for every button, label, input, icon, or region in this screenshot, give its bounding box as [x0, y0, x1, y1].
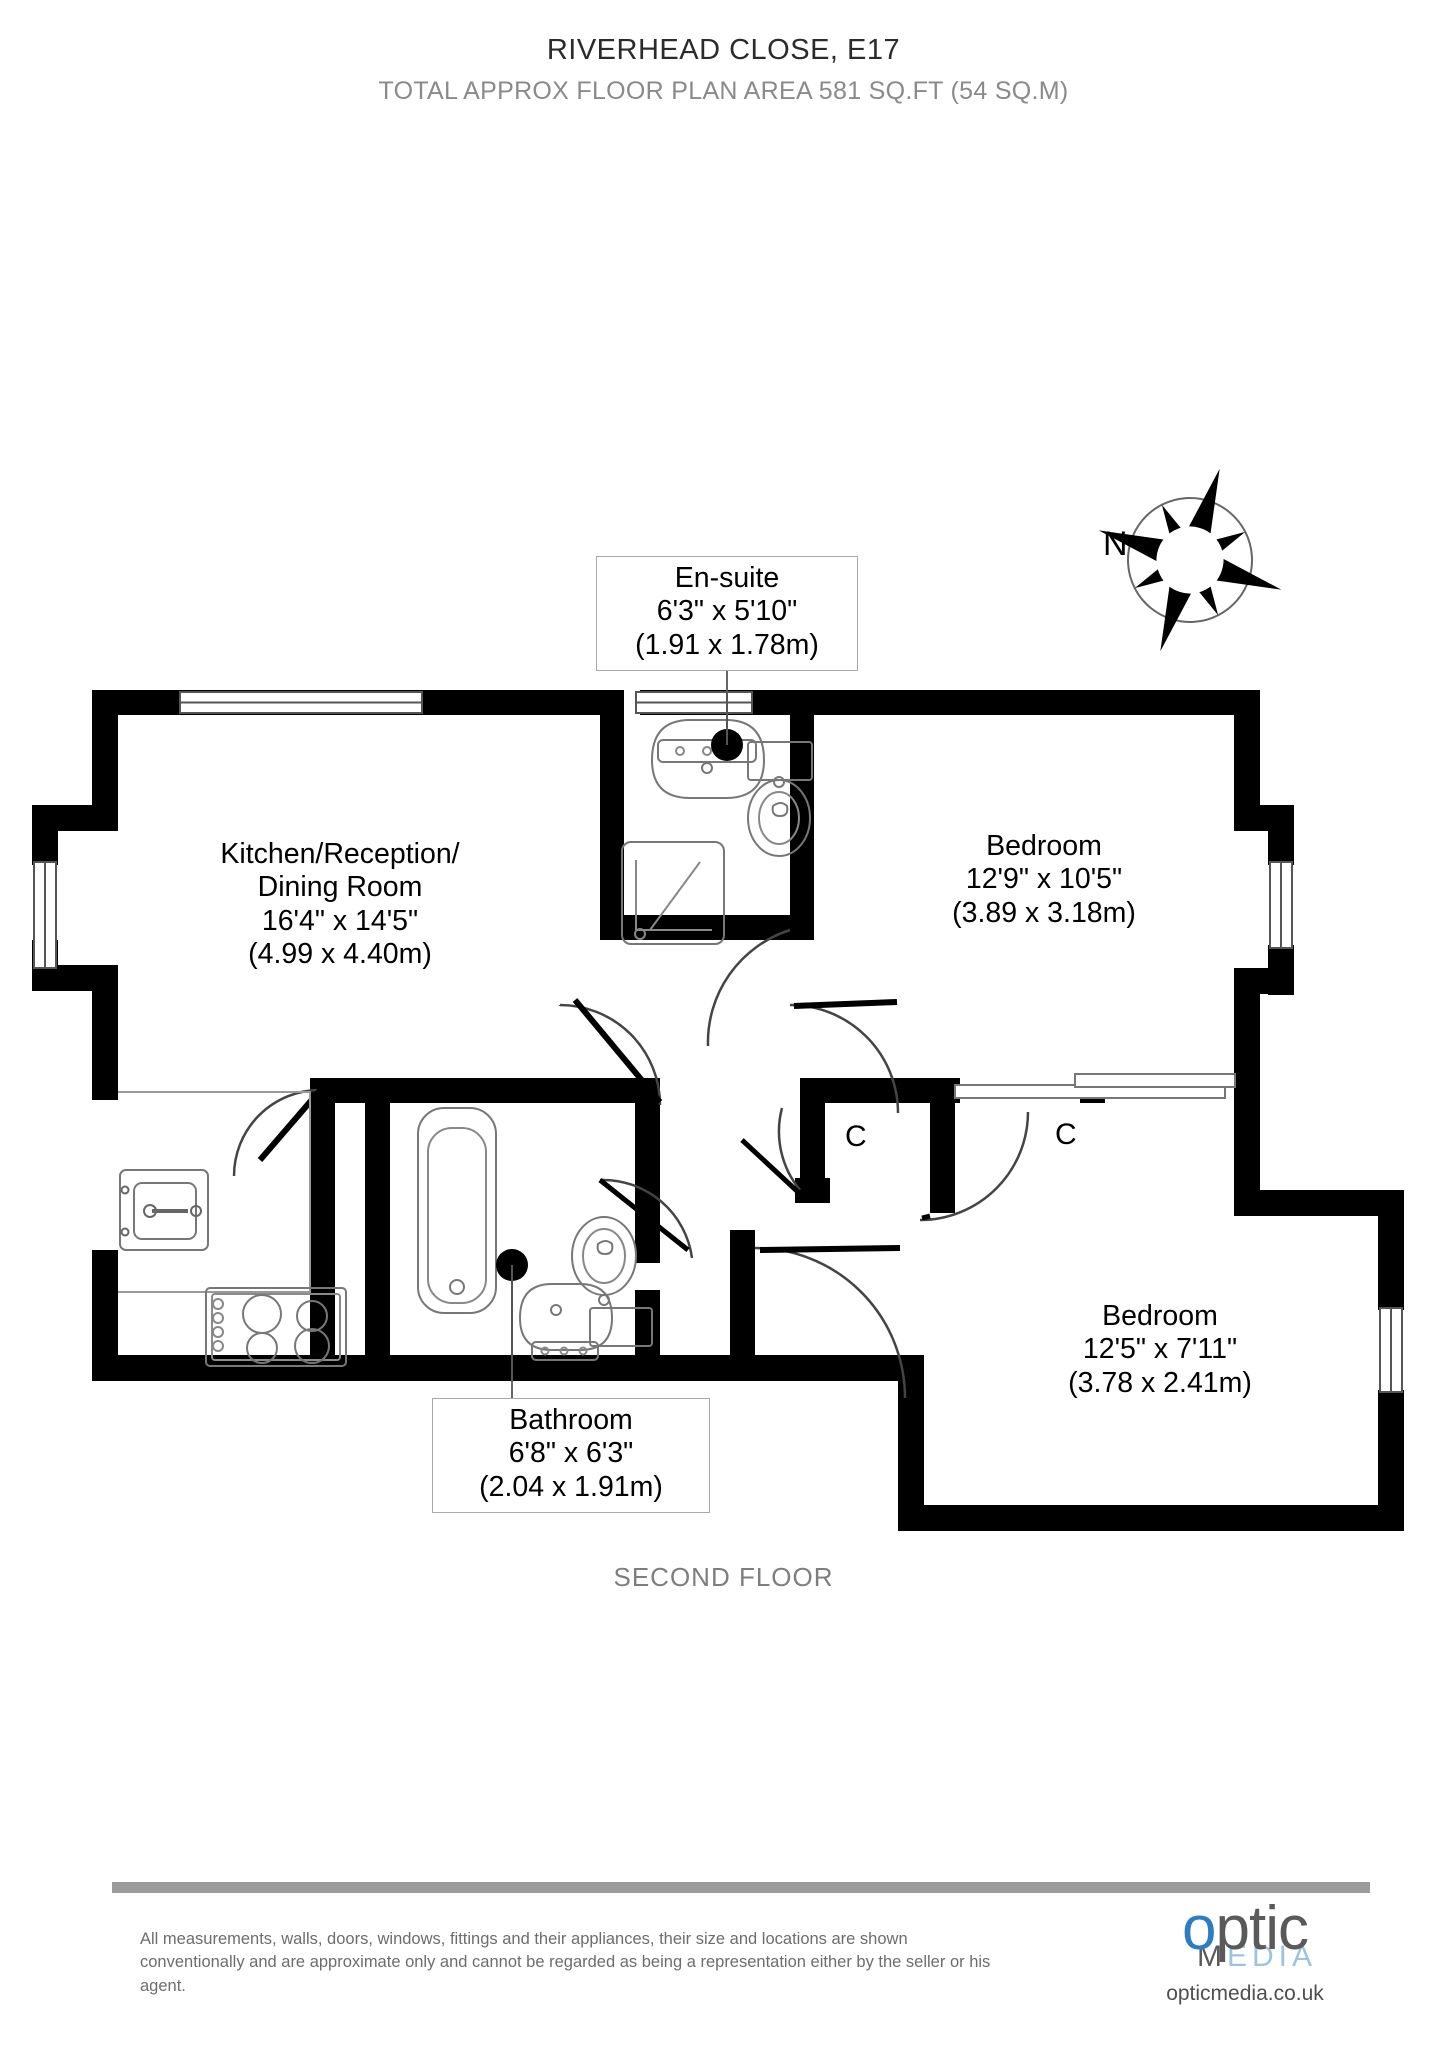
room-dim-metric-bedroom-2: (3.78 x 2.41m)	[1068, 1366, 1252, 1399]
kitchen-worktop-icon	[118, 1091, 311, 1293]
ensuite-toilet-icon	[747, 741, 813, 857]
room-name-bedroom-2: Bedroom	[1102, 1300, 1218, 1332]
room-label-bathroom: Bathroom 6'8" x 6'3" (2.04 x 1.91m)	[432, 1398, 710, 1514]
logo-wordmark: optic MEDIA	[1130, 1898, 1360, 1976]
logo-o-letter: o	[1182, 1894, 1216, 1963]
room-name-bathroom: Bathroom	[509, 1404, 633, 1436]
logo-url-text[interactable]: opticmedia.co.uk	[1166, 1982, 1324, 2005]
door-swings-group	[232, 928, 1030, 1399]
logo-media-text: MEDIA	[1197, 1940, 1317, 1974]
room-dim-imperial-bathroom: 6'8" x 6'3"	[508, 1437, 634, 1470]
logo-media-edi: EDI	[1226, 1940, 1293, 1973]
logo-ptic-letters: ptic	[1215, 1894, 1309, 1963]
room-name-bedroom-1: Bedroom	[986, 830, 1102, 862]
kitchen-hob-icon	[205, 1287, 347, 1367]
bathroom-toilet-icon	[571, 1216, 653, 1347]
room-label-kitchen-reception-dining: Kitchen/Reception/ Dining Room 16'4" x 1…	[170, 838, 510, 971]
kitchen-sink-icon	[119, 1169, 209, 1251]
closet-label-2: C	[1055, 1118, 1077, 1151]
floor-caption: SECOND FLOOR	[613, 1562, 834, 1592]
bathroom-bathtub-icon	[417, 1107, 497, 1314]
optic-media-logo[interactable]: optic MEDIA opticmedia.co.uk	[1130, 1898, 1360, 2006]
page-header: RIVERHEAD CLOSE, E17 TOTAL APPROX FLOOR …	[0, 0, 1447, 106]
room-dim-metric-bedroom-1: (3.89 x 3.18m)	[952, 896, 1136, 929]
page-title: RIVERHEAD CLOSE, E17	[546, 34, 901, 66]
closet-label-1: C	[845, 1120, 867, 1153]
compass-north-label: N	[1103, 525, 1128, 563]
room-name-ensuite: En-suite	[674, 562, 780, 594]
logo-media-a: A	[1292, 1940, 1318, 1973]
disclaimer-text: All measurements, walls, doors, windows,…	[140, 1930, 991, 1995]
ensuite-shower-icon	[621, 841, 725, 945]
page-subtitle: TOTAL APPROX FLOOR PLAN AREA 581 SQ.FT (…	[378, 77, 1069, 105]
room-dim-imperial-bedroom-2: 12'5" x 7'11"	[1082, 1333, 1238, 1366]
room-dim-metric-bathroom: (2.04 x 1.91m)	[479, 1470, 663, 1503]
room-dim-imperial-kitchen: 16'4" x 14'5"	[261, 904, 419, 937]
room-name-kitchen-line1: Kitchen/Reception/	[220, 838, 460, 870]
compass-rose-icon	[1098, 468, 1282, 652]
room-dim-metric-kitchen: (4.99 x 4.40m)	[248, 938, 432, 971]
room-label-ensuite: En-suite 6'3" x 5'10" (1.91 x 1.78m)	[596, 556, 858, 672]
room-name-kitchen-line2: Dining Room	[257, 871, 423, 904]
windows-group	[33, 691, 1403, 1393]
room-dim-imperial-bedroom-1: 12'9" x 10'5"	[965, 863, 1123, 896]
room-label-bedroom-2: Bedroom 12'5" x 7'11" (3.78 x 2.41m)	[1000, 1300, 1320, 1400]
closet-sliding-doors	[954, 1073, 1236, 1099]
walls-group	[32, 690, 1404, 1531]
room-dim-metric-ensuite: (1.91 x 1.78m)	[635, 628, 819, 661]
logo-optic-text: optic	[1182, 1894, 1309, 1963]
room-label-bedroom-1: Bedroom 12'9" x 10'5" (3.89 x 3.18m)	[884, 830, 1204, 930]
bathroom-basin-icon	[518, 1283, 614, 1361]
logo-media-m: M	[1196, 1940, 1227, 1973]
room-dim-imperial-ensuite: 6'3" x 5'10"	[656, 595, 798, 628]
bathroom-fixtures-group	[417, 1107, 653, 1381]
footer-divider	[112, 1882, 1370, 1893]
kitchen-fixtures-group	[118, 1091, 347, 1367]
